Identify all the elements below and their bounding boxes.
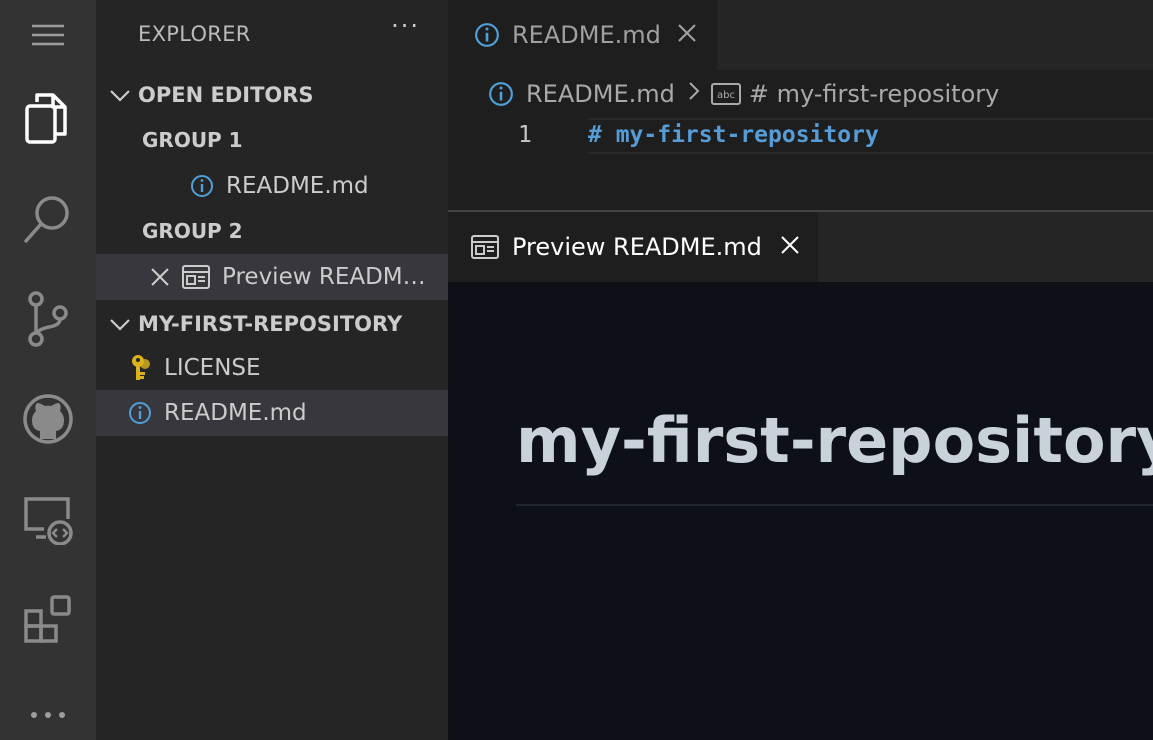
open-editor-readme-label: README.md [226,173,369,199]
more-actions-icon[interactable]: ··· [391,12,420,40]
line-number: 1 [518,122,532,148]
breadcrumb-file[interactable]: README.md [526,80,675,108]
string-symbol-icon: abc [710,83,741,105]
open-editor-preview[interactable]: Preview README.md [96,254,448,300]
breadcrumb: README.md abc # my-first-repository [448,70,1153,118]
file-readme-label: README.md [164,400,307,426]
heading-divider [516,504,1153,506]
preview-icon [470,235,500,259]
explorer-sidebar: EXPLORER ··· OPEN EDITORS GROUP 1 README… [96,0,448,740]
group-1-header[interactable]: GROUP 1 [96,117,448,163]
search-icon[interactable] [0,184,96,254]
info-icon [488,81,514,107]
info-icon [190,174,214,198]
info-icon [474,22,500,48]
remote-explorer-icon[interactable] [0,484,96,554]
tab-readme[interactable]: README.md [448,0,717,70]
group-2-header[interactable]: GROUP 2 [96,208,448,254]
more-icon[interactable] [0,680,96,740]
open-editors-label: OPEN EDITORS [138,83,314,107]
extensions-icon[interactable] [0,584,96,654]
svg-text:abc: abc [717,90,735,101]
github-icon[interactable] [0,384,96,454]
code-editor[interactable]: 1 # my-first-repository [448,118,1153,210]
preview-tab-bar: Preview README.md [448,212,1153,282]
sidebar-header: EXPLORER ··· [96,0,448,70]
chevron-right-icon [687,80,701,108]
tab-preview-readme[interactable]: Preview README.md [448,212,818,282]
breadcrumb-symbol[interactable]: # my-first-repository [748,80,1000,108]
repository-label: MY-FIRST-REPOSITORY [138,312,403,336]
editor-group-divider[interactable] [448,210,1153,212]
chevron-down-icon [110,90,130,102]
file-readme[interactable]: README.md [96,390,448,436]
chevron-down-icon [110,319,130,331]
file-license[interactable]: LICENSE [96,345,448,391]
preview-icon [182,265,210,289]
source-control-icon[interactable] [0,284,96,354]
group-1-label: GROUP 1 [142,128,243,152]
file-license-label: LICENSE [164,355,261,381]
key-icon [130,354,152,382]
menu-icon[interactable] [0,0,96,70]
current-line-highlight [588,118,1153,154]
info-icon [128,401,152,425]
sidebar-title: EXPLORER [138,22,251,46]
editor-tab-bar: README.md [448,0,1153,70]
preview-heading: my-first-repository [516,404,1153,477]
open-editor-preview-label: Preview README.md [222,264,432,290]
close-icon[interactable] [780,232,800,262]
open-editor-readme[interactable]: README.md [96,163,448,209]
markdown-preview: my-first-repository [448,282,1153,740]
tab-readme-label: README.md [512,21,661,49]
tab-preview-label: Preview README.md [512,233,762,261]
repository-section[interactable]: MY-FIRST-REPOSITORY [96,301,448,347]
editor-area: README.md README.md abc # my-first-repos… [448,0,1153,740]
group-2-label: GROUP 2 [142,219,243,243]
explorer-icon[interactable] [0,84,96,154]
close-icon[interactable] [677,20,697,50]
activity-bar [0,0,96,740]
open-editors-section[interactable]: OPEN EDITORS [96,72,448,118]
close-icon[interactable] [150,267,170,287]
code-line[interactable]: # my-first-repository [588,122,879,148]
